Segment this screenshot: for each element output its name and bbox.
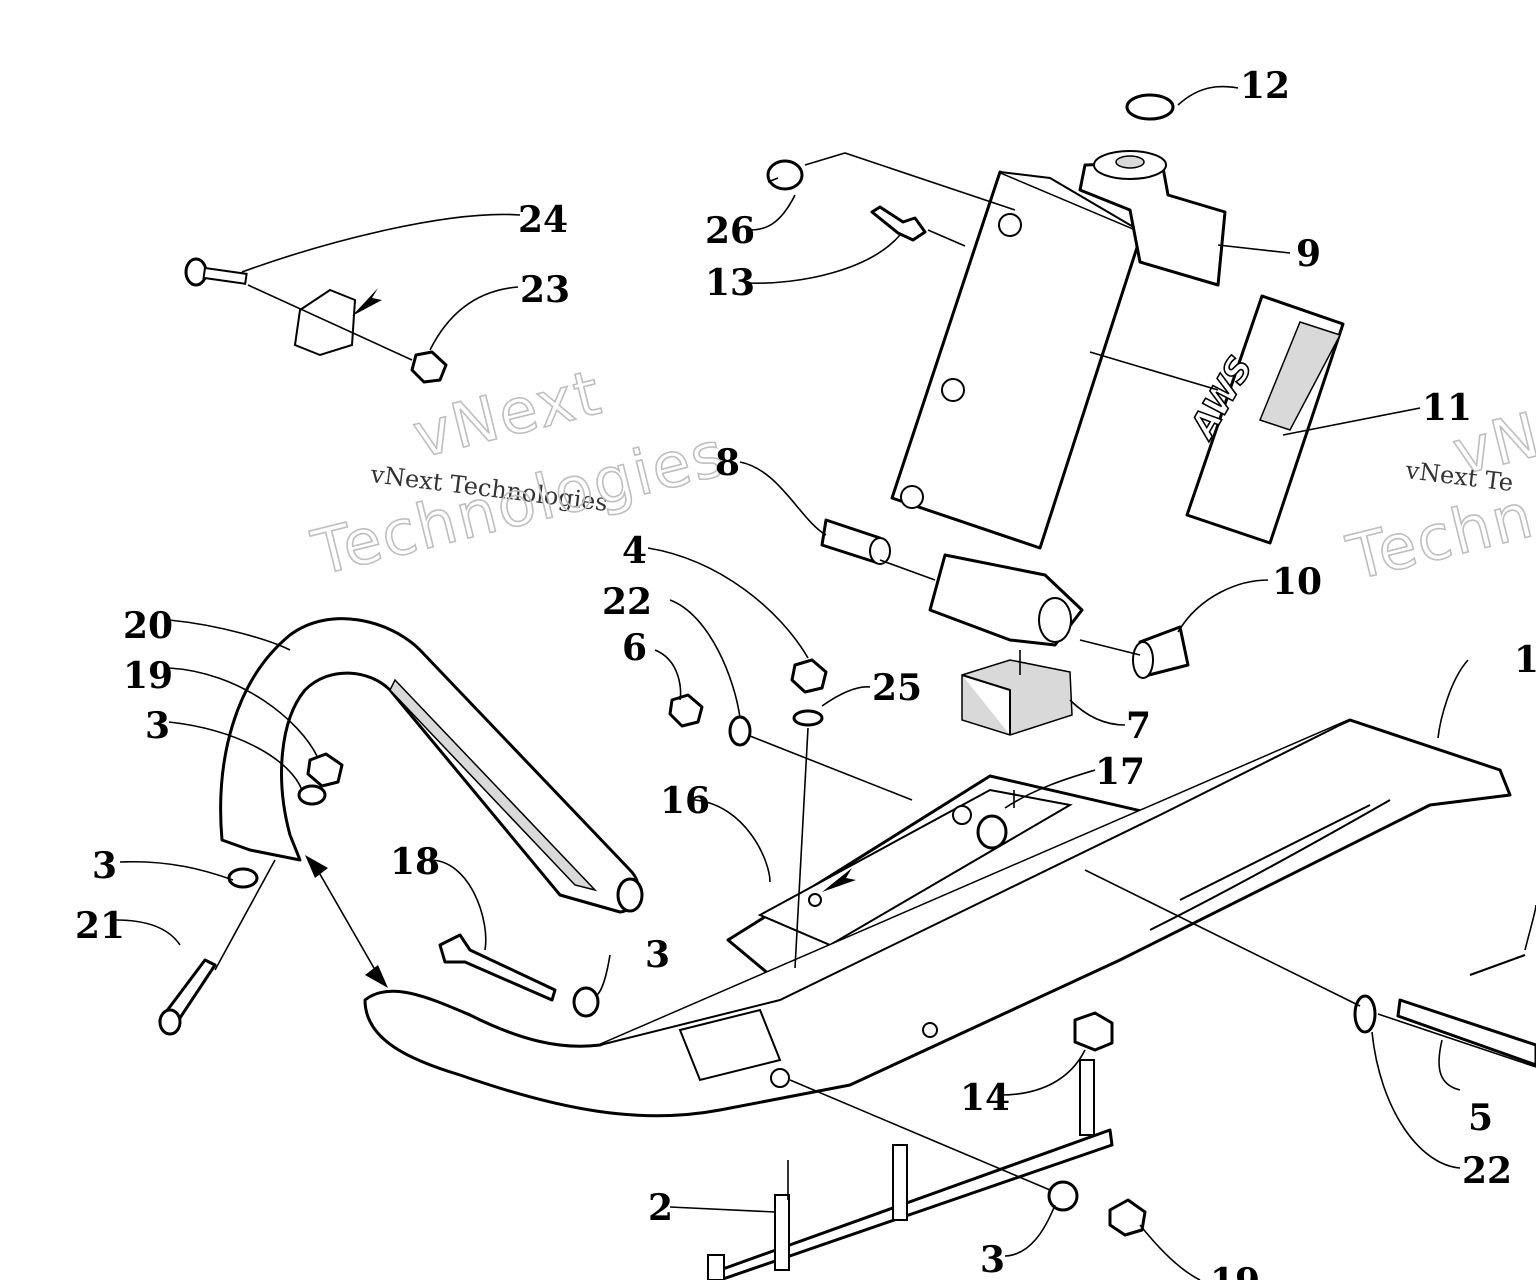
callout-9: 9 xyxy=(1296,233,1321,275)
callout-26: 26 xyxy=(705,210,755,252)
spindle-bolt xyxy=(1396,998,1536,1067)
callout-6: 6 xyxy=(622,627,647,669)
callout-18: 18 xyxy=(390,841,440,883)
watermark-left: vNext vNext Technologies Technologies xyxy=(304,355,734,591)
ski xyxy=(363,718,1512,1118)
callout-8: 8 xyxy=(715,442,740,484)
callout-23: 23 xyxy=(520,269,570,311)
hardware xyxy=(158,257,1377,1237)
callout-2: 2 xyxy=(648,1187,673,1229)
shock-absorber xyxy=(890,150,1227,647)
callout-25: 25 xyxy=(872,667,922,709)
callout-21: 21 xyxy=(75,905,125,947)
callout-22a: 22 xyxy=(602,581,652,623)
callout-3-bolt21: 3 xyxy=(92,845,117,887)
callout-10: 10 xyxy=(1272,561,1322,603)
grease-fitting xyxy=(870,205,927,242)
bushing-8 xyxy=(820,518,891,565)
callout-22b: 22 xyxy=(1462,1150,1512,1192)
callout-3-handle: 3 xyxy=(145,705,170,747)
callout-5: 5 xyxy=(1468,1097,1493,1139)
callout-11: 11 xyxy=(1422,387,1472,429)
bumper-block xyxy=(961,659,1073,736)
wear-bar xyxy=(707,1059,1114,1280)
callout-17: 17 xyxy=(1095,751,1145,793)
leader-lines xyxy=(115,85,1536,1280)
callout-7: 7 xyxy=(1126,705,1151,747)
arrows xyxy=(305,288,856,988)
ski-handle xyxy=(219,617,644,914)
callout-19: 19 xyxy=(123,655,173,697)
grommet xyxy=(766,159,804,191)
callout-14: 14 xyxy=(960,1077,1010,1119)
callout-12: 12 xyxy=(1240,65,1290,107)
cap xyxy=(1125,93,1175,121)
watermark-technologies-right: Techn xyxy=(1340,478,1536,595)
cotter-pin xyxy=(1469,954,1526,976)
callout-19-bottom: 19 xyxy=(1210,1261,1260,1280)
callout-16: 16 xyxy=(660,780,710,822)
callout-3-bolt18: 3 xyxy=(645,934,670,976)
callout-13: 13 xyxy=(705,262,755,304)
callout-4: 4 xyxy=(622,530,647,572)
callout-labels: 12 26 13 9 11 8 10 7 17 4 22 6 25 16 1 1… xyxy=(75,65,1536,1280)
callout-3-bottom: 3 xyxy=(980,1239,1005,1280)
callout-24: 24 xyxy=(518,199,568,241)
decal: AWS xyxy=(1181,294,1345,545)
callout-1: 1 xyxy=(1514,639,1536,681)
bushing-10 xyxy=(1132,625,1190,679)
callout-20: 20 xyxy=(123,605,173,647)
